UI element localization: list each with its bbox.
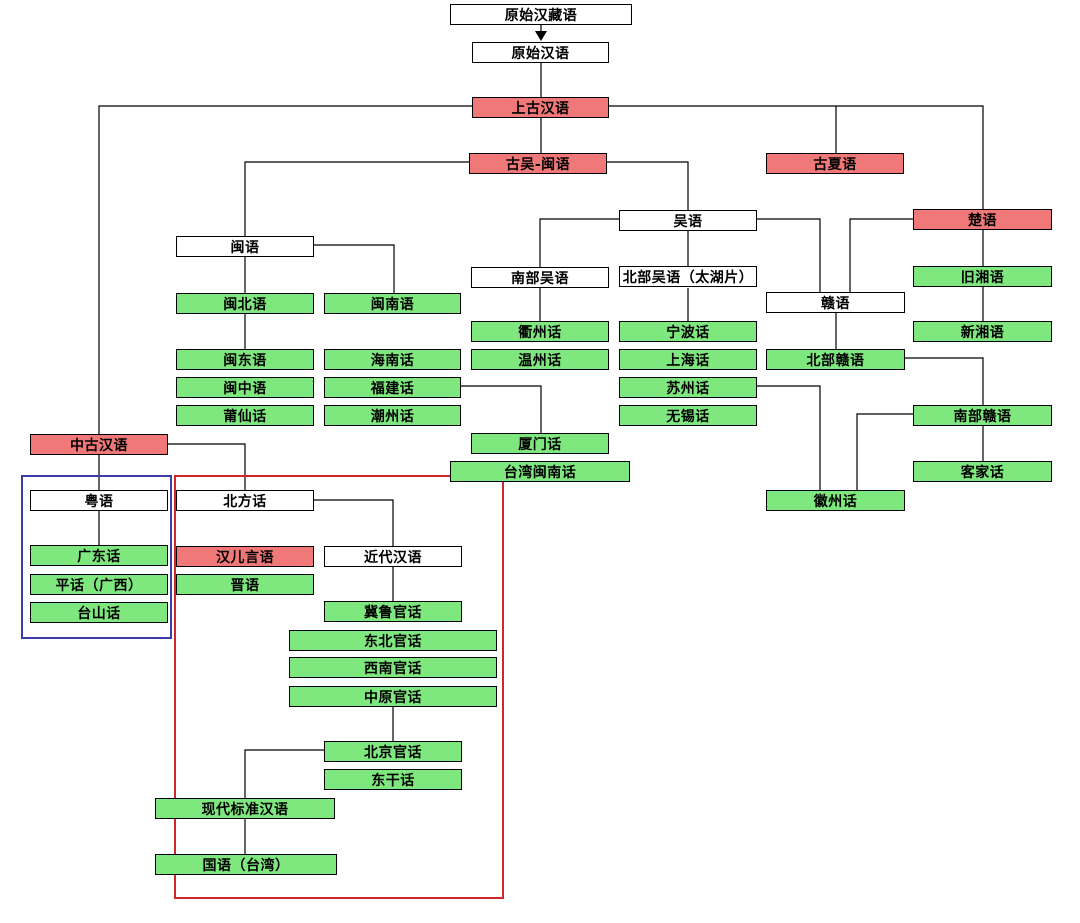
node-proto-sinitic: 原始汉语 [472,42,609,63]
node-hakka: 客家话 [913,461,1052,482]
node-suzhou: 苏州话 [619,377,757,398]
node-hainan: 海南话 [324,349,461,370]
node-huizhou: 徽州话 [766,490,905,511]
node-pinghua: 平话（广西） [30,574,168,595]
node-minbei: 闽北语 [176,293,314,314]
node-wenzhou: 温州话 [471,349,609,370]
node-proto-sino-tibetan: 原始汉藏语 [450,4,632,25]
node-north-gan: 北部赣语 [766,349,905,370]
node-north-wu: 北部吴语（太湖片） [619,266,757,287]
node-gan: 赣语 [766,292,905,313]
node-jin: 晋语 [176,574,314,595]
mandarin-group-frame [174,475,504,899]
node-ningbo: 宁波话 [619,321,757,342]
node-minzhong: 闽中语 [176,377,314,398]
node-fujian: 福建话 [324,377,461,398]
node-taiwan-minnan: 台湾闽南话 [450,461,630,482]
node-wuxi: 无锡话 [619,405,757,426]
node-old-xiang: 旧湘语 [913,266,1052,287]
node-min: 闽语 [176,236,314,257]
node-xiamen: 厦门话 [471,433,609,454]
node-zhongyuan: 中原官话 [289,686,497,707]
node-chu: 楚语 [913,209,1052,230]
node-puxian: 莆仙话 [176,405,314,426]
node-northern: 北方话 [176,490,314,511]
node-erhua: 汉儿言语 [176,546,314,567]
node-south-wu: 南部吴语 [471,267,609,288]
node-early-modern: 近代汉语 [324,546,462,567]
node-yue: 粤语 [30,490,168,511]
node-shanghai: 上海话 [619,349,757,370]
node-new-xiang: 新湘语 [913,321,1052,342]
node-jilu: 冀鲁官话 [324,601,462,622]
node-wu-min: 古吴-闽语 [469,153,607,174]
node-southwest: 西南官话 [289,657,497,678]
node-old-chinese: 上古汉语 [472,97,609,118]
node-taishan: 台山话 [30,602,168,623]
node-guoyu: 国语（台湾） [155,854,337,875]
node-minnan: 闽南语 [324,293,461,314]
yue-group-frame [21,475,172,639]
node-standard: 现代标准汉语 [155,798,335,819]
node-middle-chinese: 中古汉语 [30,434,168,455]
node-beijing: 北京官话 [324,741,462,762]
node-south-gan: 南部赣语 [913,405,1052,426]
node-northeast: 东北官话 [289,630,497,651]
node-guxia: 古夏语 [766,153,904,174]
node-wu: 吴语 [619,210,757,231]
node-mindong: 闽东语 [176,349,314,370]
node-dungan: 东干话 [324,769,462,790]
node-quzhou: 衢州话 [471,321,609,342]
node-chaozhou: 潮州话 [324,405,461,426]
node-cantonese: 广东话 [30,545,168,566]
